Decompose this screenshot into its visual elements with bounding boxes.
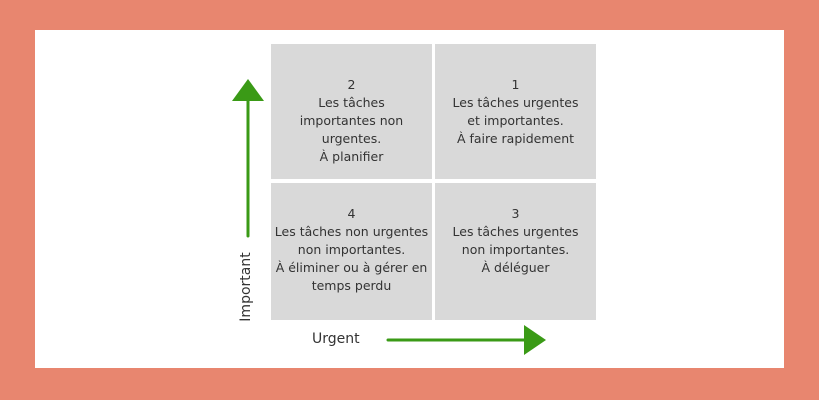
quadrant-line: À planifier bbox=[319, 149, 384, 164]
quadrant-line: Les tâches urgentes bbox=[452, 224, 579, 239]
quadrant-line: À faire rapidement bbox=[456, 131, 575, 146]
quadrant-line: non importantes. bbox=[461, 242, 570, 257]
quadrant-line: À déléguer bbox=[481, 260, 550, 275]
quadrant-top-left: 2 Les tâches importantes non urgentes. À… bbox=[271, 44, 432, 179]
quadrant-line: urgentes. bbox=[321, 131, 382, 146]
quadrant-line: non importantes. bbox=[297, 242, 406, 257]
quadrant-line: importantes non bbox=[299, 113, 404, 128]
quadrant-bottom-left: 4 Les tâches non urgentes non importante… bbox=[271, 183, 432, 320]
vertical-arrow-icon bbox=[232, 79, 264, 238]
quadrant-number: 1 bbox=[511, 77, 520, 92]
quadrant-number: 4 bbox=[347, 206, 356, 221]
quadrant-line: Les tâches non urgentes bbox=[274, 224, 429, 239]
quadrant-bottom-right: 3 Les tâches urgentes non importantes. À… bbox=[435, 183, 596, 320]
quadrant-number: 3 bbox=[511, 206, 520, 221]
axis-label-urgent: Urgent bbox=[312, 331, 360, 347]
quadrant-line: À éliminer ou à gérer en bbox=[275, 260, 428, 275]
quadrant-line: Les tâches bbox=[318, 95, 385, 110]
horizontal-arrow-icon bbox=[386, 325, 546, 355]
quadrant-top-right: 1 Les tâches urgentes et importantes. À … bbox=[435, 44, 596, 179]
quadrant-number: 2 bbox=[347, 77, 356, 92]
quadrant-line: et importantes. bbox=[467, 113, 564, 128]
quadrant-line: temps perdu bbox=[311, 278, 392, 293]
axis-label-important: Important bbox=[238, 252, 254, 322]
quadrant-line: Les tâches urgentes bbox=[452, 95, 579, 110]
